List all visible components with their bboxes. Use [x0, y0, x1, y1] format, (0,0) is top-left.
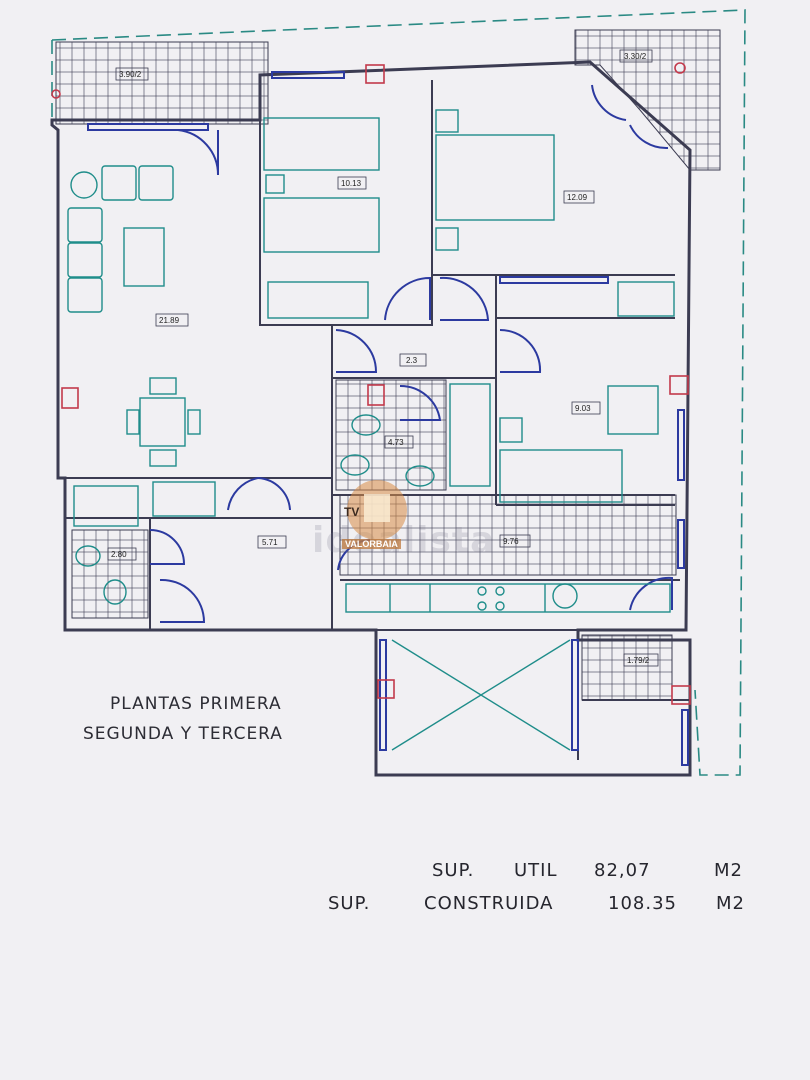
- area-label-kitchen: 9.76: [499, 534, 531, 548]
- terrace-nw-tiles: [55, 41, 269, 125]
- plan-caption-line-2: SEGUNDA Y TERCERA: [83, 724, 283, 744]
- svg-text:12.09: 12.09: [567, 193, 588, 202]
- surface-type: UTIL: [514, 860, 558, 881]
- area-label-bedroom-1: 10.13: [337, 176, 367, 190]
- surface-value: 82,07: [594, 860, 651, 881]
- terrace-se-tiles: [581, 634, 673, 701]
- columns: [51, 62, 691, 705]
- svg-text:2.80: 2.80: [111, 550, 127, 559]
- surface-label: SUP.: [328, 893, 371, 914]
- furniture: [67, 109, 675, 751]
- area-label-terrace-nw: 3.90/2: [115, 67, 149, 81]
- area-label-hall-2: 5.71: [257, 535, 287, 549]
- area-label-bedroom-3: 9.03: [571, 401, 601, 415]
- bathroom-1-tiles: [335, 379, 447, 491]
- svg-text:9.76: 9.76: [503, 537, 519, 546]
- area-label-living: 21.89: [155, 313, 189, 327]
- svg-text:4.73: 4.73: [388, 438, 404, 447]
- area-label-bedroom-2: 12.09: [563, 190, 595, 204]
- surface-value: 108.35: [608, 893, 677, 914]
- svg-text:3.30/2: 3.30/2: [624, 52, 647, 61]
- plot-boundary: [51, 9, 746, 776]
- svg-text:21.89: 21.89: [159, 316, 180, 325]
- area-label-terrace-se: 1.79/2: [623, 653, 659, 667]
- surface-unit: M2: [716, 893, 745, 914]
- area-label-bathroom-1: 4.73: [384, 435, 414, 449]
- doors: [149, 84, 673, 623]
- windows: [87, 71, 689, 766]
- area-label-hall-1: 2.3: [399, 353, 427, 367]
- surface-type: CONSTRUIDA: [424, 893, 554, 914]
- room-area-labels: 3.90/2 3.30/2 10.13 12.09 21.89 2.3 4.73: [107, 49, 659, 667]
- svg-text:2.3: 2.3: [406, 356, 418, 365]
- agency-name: VALORBAIA: [342, 539, 401, 549]
- bathroom-2-tiles: [71, 529, 149, 619]
- svg-text:3.90/2: 3.90/2: [119, 70, 142, 79]
- svg-text:5.71: 5.71: [262, 538, 278, 547]
- area-label-terrace-ne: 3.30/2: [619, 49, 653, 63]
- agency-logo: TV: [344, 480, 407, 540]
- svg-text:9.03: 9.03: [575, 404, 591, 413]
- svg-text:1.79/2: 1.79/2: [627, 656, 650, 665]
- surface-label: SUP.: [432, 860, 475, 881]
- surface-unit: M2: [714, 860, 743, 881]
- plan-caption-line-1: PLANTAS PRIMERA: [110, 694, 282, 714]
- svg-text:10.13: 10.13: [341, 179, 362, 188]
- area-label-bathroom-2: 2.80: [107, 547, 137, 561]
- agency-logo-letters: TV: [344, 505, 359, 519]
